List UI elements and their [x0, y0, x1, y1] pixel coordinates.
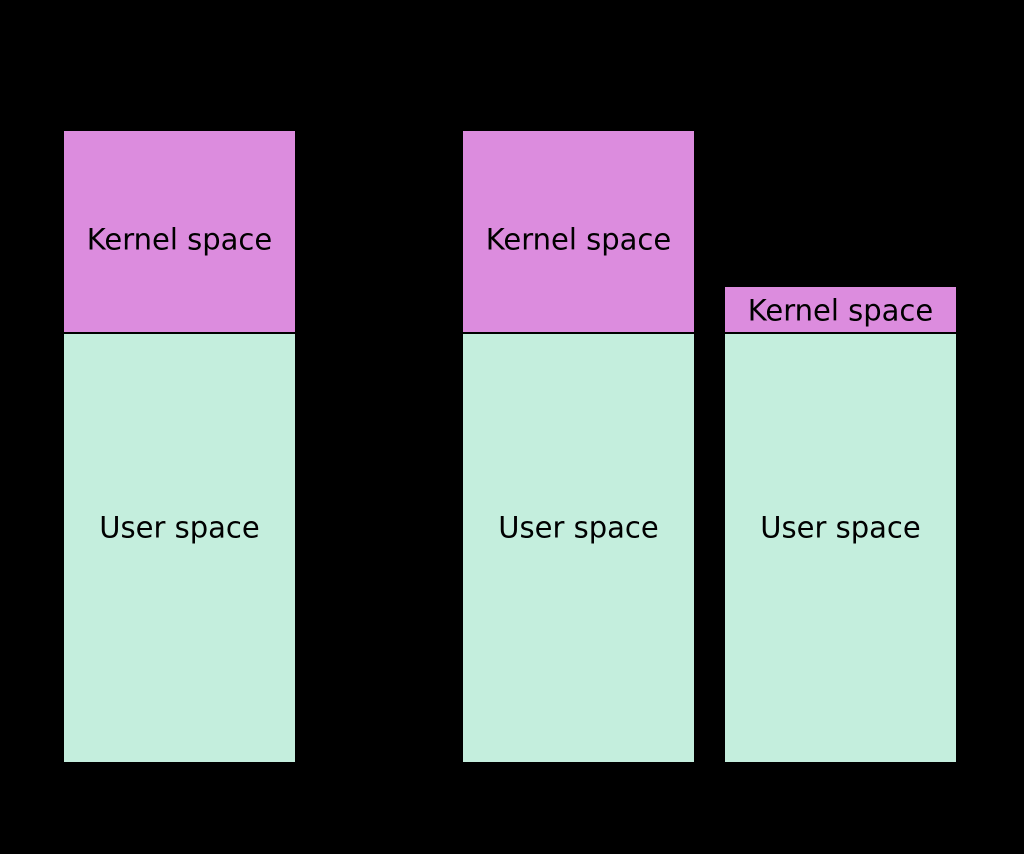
user-space-rect: User space	[63, 333, 296, 763]
user-space-label: User space	[760, 510, 921, 545]
user-space-rect: User space	[462, 333, 695, 763]
user-space-rect: User space	[724, 333, 957, 763]
user-space-label: User space	[99, 510, 260, 545]
kernel-space-rect: Kernel space	[63, 130, 296, 333]
kernel-space-rect: Kernel space	[462, 130, 695, 333]
kernel-space-rect: Kernel space	[724, 286, 957, 333]
user-space-label: User space	[498, 510, 659, 545]
kernel-space-label: Kernel space	[747, 293, 934, 328]
kernel-space-label: Kernel space	[485, 222, 672, 257]
kernel-space-label: Kernel space	[86, 222, 273, 257]
